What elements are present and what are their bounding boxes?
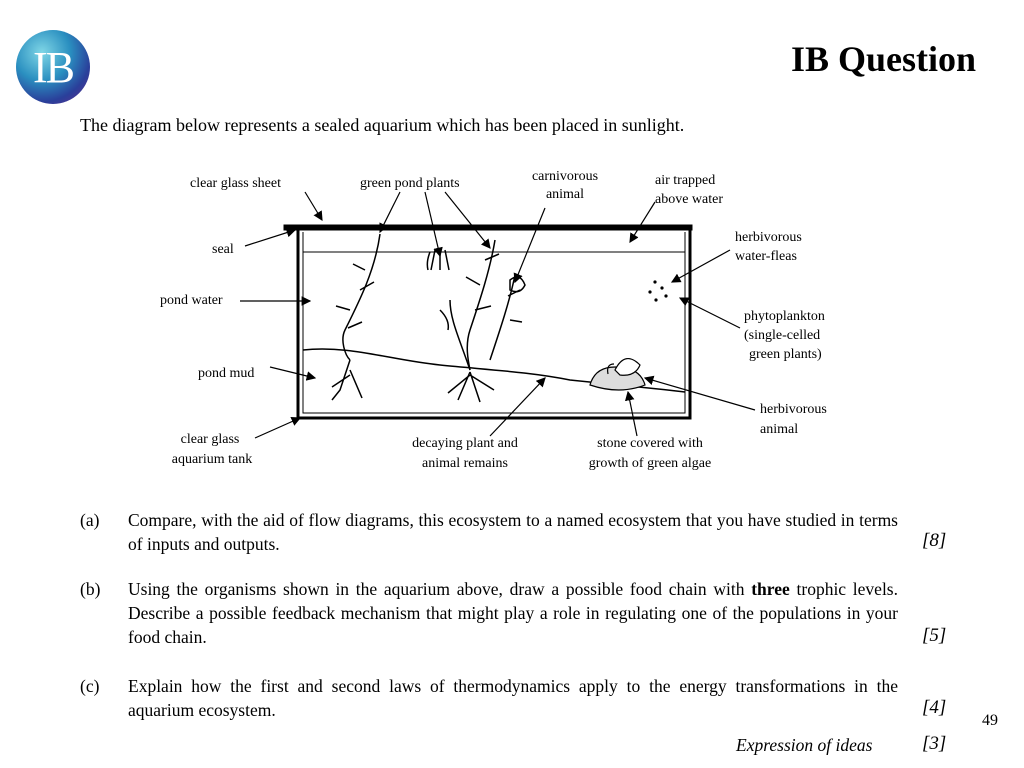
label-clear-glass-sheet: clear glass sheet: [190, 176, 281, 191]
question-b-text-start: Using the organisms shown in the aquariu…: [128, 579, 752, 599]
label-phytoplankton-2: (single-celled: [744, 328, 820, 343]
ib-logo: IB: [16, 30, 90, 104]
label-pond-mud: pond mud: [198, 366, 254, 381]
label-air-2: above water: [655, 192, 723, 207]
label-green-pond-plants: green pond plants: [360, 176, 460, 191]
label-arrows: [240, 191, 756, 439]
logo-text: IB: [33, 42, 75, 92]
diagram-labels: clear glass sheet green pond plants carn…: [160, 169, 827, 471]
expression-of-ideas-mark: [3]: [922, 733, 947, 754]
label-decaying-2: animal remains: [422, 456, 508, 471]
label-tank-2: aquarium tank: [172, 452, 252, 467]
label-carnivorous-1: carnivorous: [532, 169, 598, 184]
question-b-letter: (b): [80, 579, 101, 599]
aquarium-diagram: clear glass sheet green pond plants carn…: [160, 169, 827, 471]
question-b-text-end: trophic levels. Describe a possible feed…: [128, 579, 898, 647]
question-b-text-bold: three: [751, 579, 790, 599]
question-c-letter: (c): [80, 676, 100, 696]
label-phytoplankton-3: green plants): [749, 347, 822, 362]
label-herbivorous-fleas-2: water-fleas: [735, 249, 797, 264]
question-a-text: Compare, with the aid of flow diagrams, …: [128, 510, 898, 554]
question-b-mark: [5]: [922, 625, 947, 646]
label-pond-water: pond water: [160, 293, 223, 308]
page-title: IB Question: [790, 39, 976, 79]
label-herbivorous-animal-2: animal: [760, 422, 798, 437]
pond-plants: [331, 233, 523, 403]
label-phytoplankton-1: phytoplankton: [744, 309, 825, 324]
question-a-letter: (a): [80, 510, 100, 530]
question-c-text: Explain how the first and second laws of…: [128, 676, 898, 720]
label-herbivorous-animal-1: herbivorous: [760, 402, 827, 417]
question-a-mark: [8]: [922, 530, 947, 551]
label-stone-2: growth of green algae: [589, 456, 711, 471]
label-air-1: air trapped: [655, 173, 715, 188]
label-seal: seal: [212, 242, 234, 257]
intro-text: The diagram below represents a sealed aq…: [80, 115, 685, 135]
label-herbivorous-fleas-1: herbivorous: [735, 230, 802, 245]
expression-of-ideas-label: Expression of ideas: [736, 735, 873, 755]
water-fleas: [648, 280, 668, 302]
stone-with-algae: [589, 358, 646, 391]
question-c-mark: [4]: [922, 697, 947, 718]
label-decaying-1: decaying plant and: [412, 436, 518, 451]
label-tank-1: clear glass: [181, 432, 240, 447]
label-carnivorous-2: animal: [546, 187, 584, 202]
page-number: 49: [982, 712, 998, 729]
question-b-text: Using the organisms shown in the aquariu…: [128, 577, 898, 649]
label-stone-1: stone covered with: [597, 436, 703, 451]
